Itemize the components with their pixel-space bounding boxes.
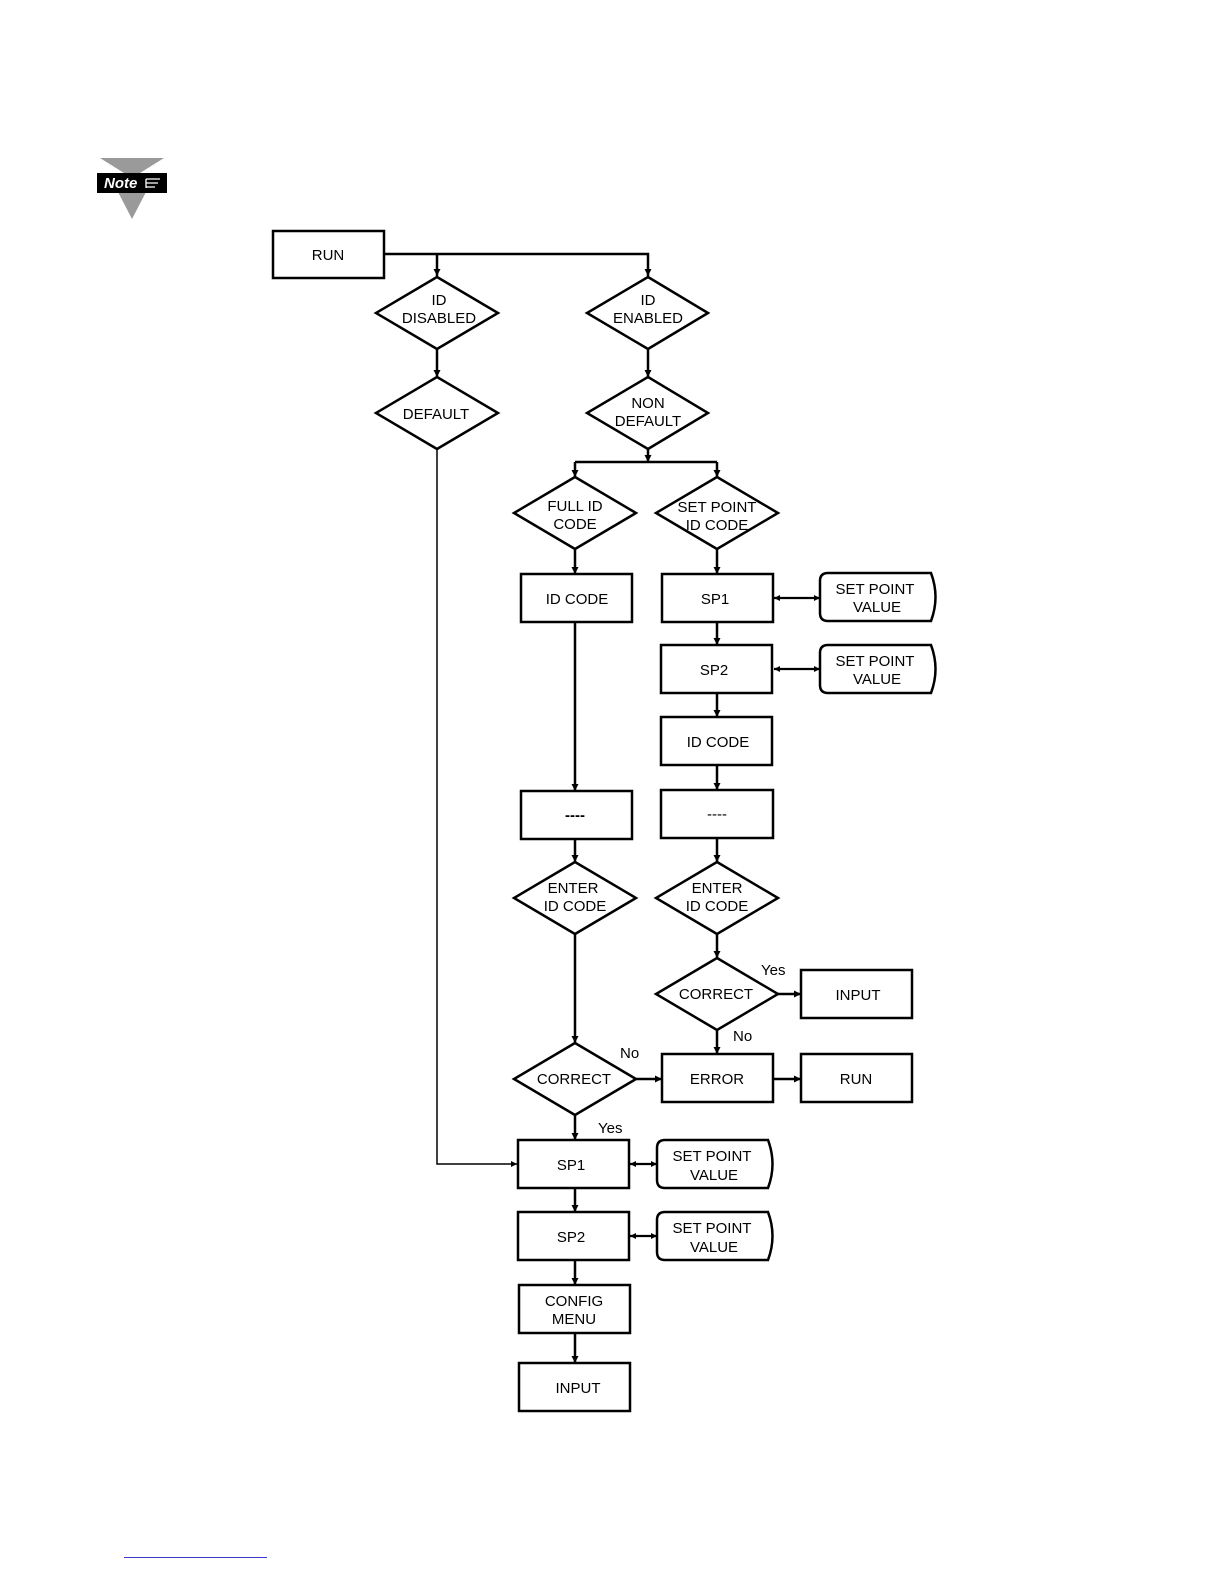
- label-dashes-right: ----: [707, 806, 727, 823]
- label-spv2-1: SET POINT: [836, 653, 915, 670]
- edge-label-no-right: No: [733, 1028, 752, 1045]
- label-correct-right: CORRECT: [679, 986, 753, 1003]
- label-sp1-right: SP1: [701, 591, 729, 608]
- label-non-default-1: NON: [631, 395, 664, 412]
- edge-run-split: [384, 254, 648, 276]
- label-spv1-1: SET POINT: [836, 581, 915, 598]
- label-spv2-2: VALUE: [853, 671, 901, 688]
- label-id-code-right: ID CODE: [687, 734, 750, 751]
- label-default: DEFAULT: [403, 406, 469, 423]
- label-id-disabled-2: DISABLED: [402, 310, 476, 327]
- label-spv4-2: VALUE: [690, 1239, 738, 1256]
- label-sp2-bottom: SP2: [557, 1229, 585, 1246]
- label-enter-left-1: ENTER: [548, 880, 599, 897]
- label-id-code-left: ID CODE: [546, 591, 609, 608]
- label-sp2-right: SP2: [700, 662, 728, 679]
- edge-label-yes-right: Yes: [761, 962, 785, 979]
- label-enter-right-1: ENTER: [692, 880, 743, 897]
- label-spv3-1: SET POINT: [673, 1148, 752, 1165]
- footer-rule: [124, 1557, 267, 1558]
- label-full-id-1: FULL ID: [547, 498, 602, 515]
- label-spv4-1: SET POINT: [673, 1220, 752, 1237]
- label-run-top: RUN: [312, 247, 345, 264]
- label-dashes-left: ----: [565, 807, 585, 824]
- label-run-bottom: RUN: [840, 1071, 873, 1088]
- label-enter-left-2: ID CODE: [544, 898, 607, 915]
- edge-label-yes-left: Yes: [598, 1120, 622, 1137]
- label-config-1: CONFIG: [545, 1293, 603, 1310]
- label-enter-right-2: ID CODE: [686, 898, 749, 915]
- label-non-default-2: DEFAULT: [615, 413, 681, 430]
- label-error: ERROR: [690, 1071, 744, 1088]
- label-sp1-bottom: SP1: [557, 1157, 585, 1174]
- label-full-id-2: CODE: [553, 516, 596, 533]
- label-id-enabled-2: ENABLED: [613, 310, 683, 327]
- label-input-bottom: INPUT: [556, 1380, 601, 1397]
- label-correct-left: CORRECT: [537, 1071, 611, 1088]
- label-spv1-2: VALUE: [853, 599, 901, 616]
- label-set-point-id-2: ID CODE: [686, 517, 749, 534]
- label-spv3-2: VALUE: [690, 1167, 738, 1184]
- edge-default-sp1: [437, 449, 517, 1164]
- label-config-2: MENU: [552, 1311, 596, 1328]
- label-input-right: INPUT: [836, 987, 881, 1004]
- edge-label-no-left: No: [620, 1045, 639, 1062]
- process-boxes: [273, 231, 912, 1411]
- label-id-disabled-1: ID: [432, 292, 447, 309]
- label-set-point-id-1: SET POINT: [678, 499, 757, 516]
- label-id-enabled-1: ID: [641, 292, 656, 309]
